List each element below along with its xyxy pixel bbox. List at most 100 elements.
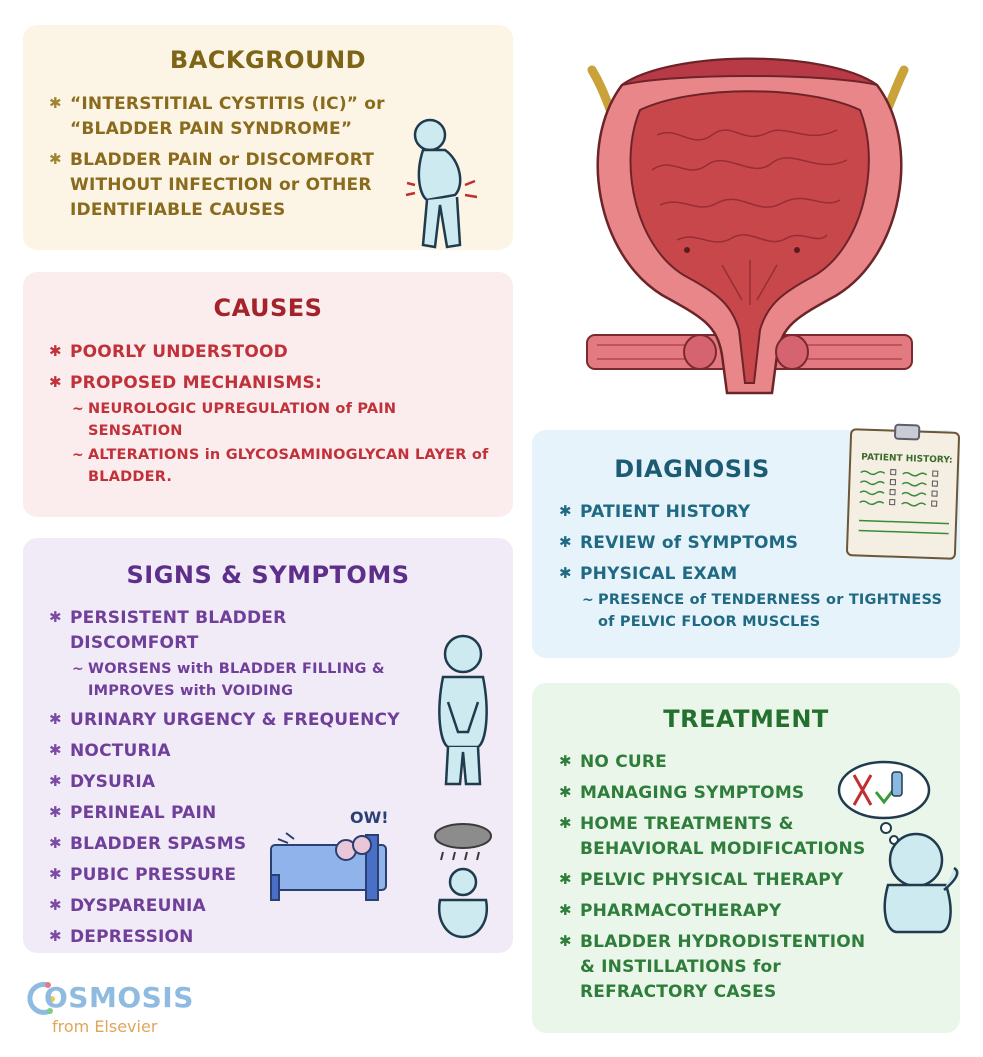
asterisk-marker: ✱ bbox=[49, 94, 62, 112]
bullet-text: PRESENCE of TENDERNESS or TIGHTNESS of P… bbox=[598, 592, 943, 630]
bullet-text: REVIEW of SYMPTOMS bbox=[580, 533, 799, 553]
bullet-text: URINARY URGENCY & FREQUENCY bbox=[70, 710, 400, 730]
person-urgency-illustration bbox=[438, 634, 488, 786]
sub-bullet-item: ~PRESENCE of TENDERNESS or TIGHTNESS of … bbox=[582, 589, 950, 633]
causes-section bbox=[23, 272, 513, 517]
bullet-item: ✱ PHARMACOTHERAPY bbox=[559, 899, 880, 924]
bullet-text: NOCTURIA bbox=[70, 741, 171, 761]
depressed-person-illustration bbox=[434, 823, 492, 939]
bullet-text: PATIENT HISTORY bbox=[580, 502, 751, 522]
bullet-text: DEPRESSION bbox=[70, 927, 194, 947]
diagnosis-title: DIAGNOSIS bbox=[614, 455, 770, 483]
bullet-text: NEUROLOGIC UPREGULATION of PAIN SENSATIO… bbox=[88, 401, 397, 439]
bullet-text: BLADDER SPASMS bbox=[70, 834, 247, 854]
bullet-item: ✱ PERSISTENT BLADDER DISCOMFORT bbox=[49, 606, 420, 656]
bullet-item: ✱ DYSURIA bbox=[49, 770, 420, 795]
bullet-text: PUBIC PRESSURE bbox=[70, 865, 237, 885]
clipboard-label: PATIENT HISTORY: bbox=[861, 452, 953, 466]
asterisk-marker: ✱ bbox=[49, 342, 62, 360]
asterisk-marker: ✱ bbox=[559, 870, 572, 888]
asterisk-marker: ✱ bbox=[559, 533, 572, 551]
signs-title: SIGNS & SYMPTOMS bbox=[126, 561, 410, 589]
asterisk-marker: ✱ bbox=[49, 896, 62, 914]
tilde-marker: ~ bbox=[72, 661, 84, 677]
tilde-marker: ~ bbox=[72, 401, 84, 417]
causes-list: ✱ POORLY UNDERSTOOD ✱ PROPOSED MECHANISMS: ~… bbox=[49, 340, 490, 488]
bullet-text: ALTERATIONS in GLYCOSAMINOGLYCAN LAYER o… bbox=[88, 447, 489, 485]
asterisk-marker: ✱ bbox=[49, 803, 62, 821]
bullet-text: NO CURE bbox=[580, 752, 667, 772]
background-list: ✱ “INTERSTITIAL CYSTITIS (IC)” or “BLADDE… bbox=[49, 92, 390, 223]
bullet-item: ✱ HOME TREATMENTS & BEHAVIORAL MODIFICATI… bbox=[559, 812, 880, 862]
tilde-marker: ~ bbox=[72, 447, 84, 463]
background-title: BACKGROUND bbox=[169, 46, 367, 74]
logo-mark bbox=[27, 981, 55, 1015]
treatment-section bbox=[532, 683, 960, 1033]
bullet-text: BLADDER HYDRODISTENTION & INSTILLATIONS … bbox=[580, 932, 866, 1002]
bullet-item: ✱ DEPRESSION bbox=[49, 925, 420, 950]
logo-brand: OSMOSIS bbox=[44, 981, 194, 1014]
person-pain-illustration bbox=[405, 118, 478, 249]
bullet-text: POORLY UNDERSTOOD bbox=[70, 342, 288, 362]
bullet-text: PHYSICAL EXAM bbox=[580, 564, 738, 584]
bullet-text: DYSPAREUNIA bbox=[70, 896, 206, 916]
clipboard-lines bbox=[858, 469, 950, 535]
bullet-text: PERINEAL PAIN bbox=[70, 803, 217, 823]
bullet-text: DYSURIA bbox=[70, 772, 156, 792]
asterisk-marker: ✱ bbox=[49, 865, 62, 883]
bullet-text: PERSISTENT BLADDER DISCOMFORT bbox=[70, 608, 287, 653]
asterisk-marker: ✱ bbox=[49, 373, 62, 391]
ow-label: OW! bbox=[350, 808, 389, 827]
clipboard-clip bbox=[893, 423, 921, 441]
bullet-item: ✱ PROPOSED MECHANISMS: bbox=[49, 371, 490, 396]
asterisk-marker: ✱ bbox=[49, 710, 62, 728]
bullet-item: ✱BLADDER PAIN or DISCOMFORT WITHOUT INFE… bbox=[49, 148, 390, 223]
bullet-item: ✱PATIENT HISTORY bbox=[559, 500, 950, 525]
sub-bullet-item: ~NEUROLOGIC UPREGULATION of PAIN SENSATI… bbox=[72, 398, 490, 442]
bullet-item: ✱ NOCTURIA bbox=[49, 739, 420, 764]
asterisk-marker: ✱ bbox=[49, 608, 62, 626]
diagnosis-list: ✱PATIENT HISTORY ✱ REVIEW of SYMPTOMS ✱ PHYS… bbox=[559, 500, 950, 633]
bullet-item: ✱ “INTERSTITIAL CYSTITIS (IC)” or “BLADDE… bbox=[49, 92, 390, 142]
logo-subtitle: from Elsevier bbox=[52, 1017, 158, 1036]
bullet-text: PELVIC PHYSICAL THERAPY bbox=[580, 870, 844, 890]
bullet-item: ✱ URINARY URGENCY & FREQUENCY bbox=[49, 708, 420, 733]
bullet-item: ✱ BLADDER SPASMS bbox=[49, 832, 420, 857]
bullet-text: WORSENS with BLADDER FILLING & IMPROVES … bbox=[88, 661, 385, 699]
treatment-title: TREATMENT bbox=[663, 705, 829, 733]
osmosis-logo: OSMOSIS from Elsevier bbox=[26, 975, 193, 1045]
bullet-text: HOME TREATMENTS & BEHAVIORAL MODIFICATIO… bbox=[580, 814, 866, 859]
thinking-person-illustration bbox=[837, 760, 959, 934]
bullet-text: PROPOSED MECHANISMS: bbox=[70, 373, 322, 393]
asterisk-marker: ✱ bbox=[49, 927, 62, 945]
sub-bullet-item: ~WORSENS with BLADDER FILLING & IMPROVES… bbox=[72, 658, 420, 702]
asterisk-marker: ✱ bbox=[559, 752, 572, 770]
bladder-illustration bbox=[586, 57, 913, 395]
bullet-item: ✱ MANAGING SYMPTOMS bbox=[559, 781, 880, 806]
bullet-item: ✱ PUBIC PRESSURE bbox=[49, 863, 420, 888]
bullet-item: ✱ PERINEAL PAIN bbox=[49, 801, 420, 826]
causes-title: CAUSES bbox=[213, 294, 323, 322]
asterisk-marker: ✱ bbox=[49, 741, 62, 759]
bullet-item: ✱ PHYSICAL EXAM bbox=[559, 562, 950, 587]
bullet-item: ✱ BLADDER HYDRODISTENTION & INSTILLATIONS… bbox=[559, 930, 880, 1005]
asterisk-marker: ✱ bbox=[49, 150, 62, 168]
bullet-item: ✱ DYSPAREUNIA bbox=[49, 894, 420, 919]
sub-bullet-item: ~ALTERATIONS in GLYCOSAMINOGLYCAN LAYER … bbox=[72, 444, 490, 488]
asterisk-marker: ✱ bbox=[49, 772, 62, 790]
signs-symptoms-section bbox=[23, 538, 513, 953]
treatment-list: ✱ NO CURE ✱ MANAGING SYMPTOMS ✱ HOME TREATMEN… bbox=[559, 750, 880, 1005]
asterisk-marker: ✱ bbox=[49, 834, 62, 852]
bullet-text: “INTERSTITIAL CYSTITIS (IC)” or “BLADDER… bbox=[70, 94, 385, 139]
tilde-marker: ~ bbox=[582, 592, 594, 608]
bullet-item: ✱ NO CURE bbox=[559, 750, 880, 775]
asterisk-marker: ✱ bbox=[559, 783, 572, 801]
asterisk-marker: ✱ bbox=[559, 932, 572, 950]
bed-couple-illustration bbox=[270, 832, 387, 901]
asterisk-marker: ✱ bbox=[559, 901, 572, 919]
asterisk-marker: ✱ bbox=[559, 814, 572, 832]
bullet-text: MANAGING SYMPTOMS bbox=[580, 783, 805, 803]
asterisk-marker: ✱ bbox=[559, 564, 572, 582]
clipboard-illustration: PATIENT HISTORY: bbox=[845, 423, 961, 560]
bullet-text: PHARMACOTHERAPY bbox=[580, 901, 782, 921]
